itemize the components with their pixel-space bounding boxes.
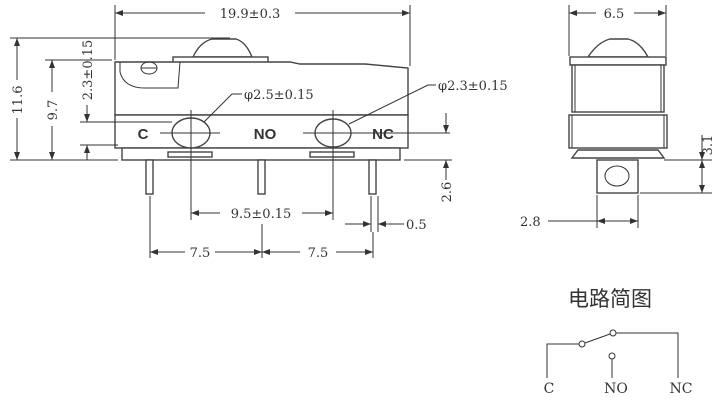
dim-height-body: 9.7 (46, 100, 61, 121)
dim-hole-offset: 2.3±0.15 (81, 40, 96, 101)
dim-height-total: 11.6 (11, 86, 26, 115)
terminal-label-nc: NC (372, 126, 394, 143)
pins (145, 159, 377, 195)
dim-pin-length: 2.6 (440, 182, 455, 203)
dim-hole-spacing: 9.5±0.15 (231, 207, 292, 222)
dim-pitch-right: 7.5 (308, 246, 329, 261)
side-body (571, 64, 665, 113)
dim-tab-height: 3.1 (701, 135, 716, 156)
side-tab (596, 159, 639, 194)
schematic-title: 电路简图 (568, 287, 652, 311)
side-actuator-dome (586, 38, 650, 58)
lever-hook (119, 61, 181, 89)
dim-hole-nc-dia: φ2.3±0.15 (438, 79, 508, 94)
terminal-label-c: C (138, 126, 149, 143)
dim-width: 19.9±0.3 (220, 7, 281, 22)
schematic-label-nc: NC (670, 381, 693, 397)
schematic-label-no: NO (604, 381, 628, 397)
front-view: C NO NC 19.9±0.3 11.6 9.7 2.3±0.15 φ2.5±… (10, 5, 508, 261)
lower-housing (114, 114, 409, 149)
base (121, 147, 401, 161)
actuator-dome (191, 38, 254, 58)
circuit-schematic: 电路简图 C NO NC (544, 287, 693, 397)
dim-hole-c-dia: φ2.5±0.15 (244, 88, 314, 103)
schematic-label-c: C (544, 381, 555, 397)
terminal-label-no: NO (254, 126, 277, 143)
dim-tab-width: 2.8 (520, 215, 541, 230)
dim-pitch-left: 7.5 (190, 246, 211, 261)
dim-side-width: 6.5 (604, 7, 625, 22)
side-view: 6.5 3.1 2.8 (520, 5, 716, 230)
dim-pin-thickness: 0.5 (406, 218, 427, 233)
